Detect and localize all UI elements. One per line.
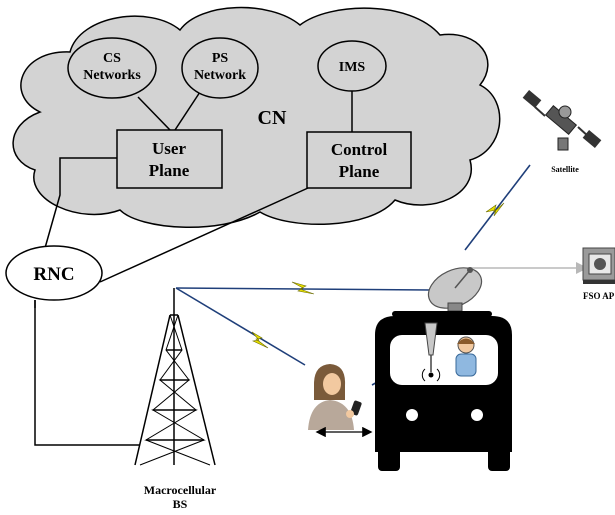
fso-ap-label: FSO AP — [583, 291, 615, 301]
cs-networks-label-1: CS — [103, 51, 121, 66]
access-point-icon — [421, 322, 441, 382]
bs-label-1: Macrocellular — [144, 483, 217, 497]
ps-network-label-2: Network — [194, 68, 246, 83]
lightning-icon — [251, 331, 269, 349]
lightning-icon — [291, 281, 315, 295]
control-plane-box: Control Plane — [306, 131, 412, 189]
user-plane-box: User Plane — [116, 129, 223, 189]
cs-networks-label-2: Networks — [83, 68, 141, 83]
control-plane-label-2: Plane — [339, 162, 380, 181]
satellite-label: Satellite — [551, 165, 579, 174]
rnc-node: RNC — [5, 245, 103, 301]
lightning-icon — [485, 202, 505, 217]
ims-node: IMS — [317, 40, 387, 92]
macrocellular-bs-tower — [134, 288, 216, 466]
lightning-bolts — [251, 202, 505, 382]
satellite-dish-icon — [427, 267, 483, 312]
passenger-icon — [455, 336, 477, 377]
control-plane-label-1: Control — [331, 140, 388, 159]
ims-label: IMS — [339, 60, 366, 75]
cn-label: CN — [258, 107, 287, 129]
user-plane-label-1: User — [152, 139, 186, 158]
core-links — [34, 90, 353, 446]
fso-ap-icon — [582, 247, 615, 284]
mobile-user-icon — [308, 364, 362, 430]
ps-network-label-1: PS — [212, 51, 229, 66]
cs-networks-node: CS Networks — [67, 37, 157, 99]
rnc-label: RNC — [33, 264, 74, 285]
user-plane-label-2: Plane — [149, 161, 190, 180]
satellite-icon — [522, 90, 602, 151]
bus-icon — [375, 311, 512, 471]
bs-label-2: BS — [173, 497, 188, 511]
core-network-cloud — [12, 6, 501, 228]
ps-network-node: PS Network — [181, 37, 259, 99]
